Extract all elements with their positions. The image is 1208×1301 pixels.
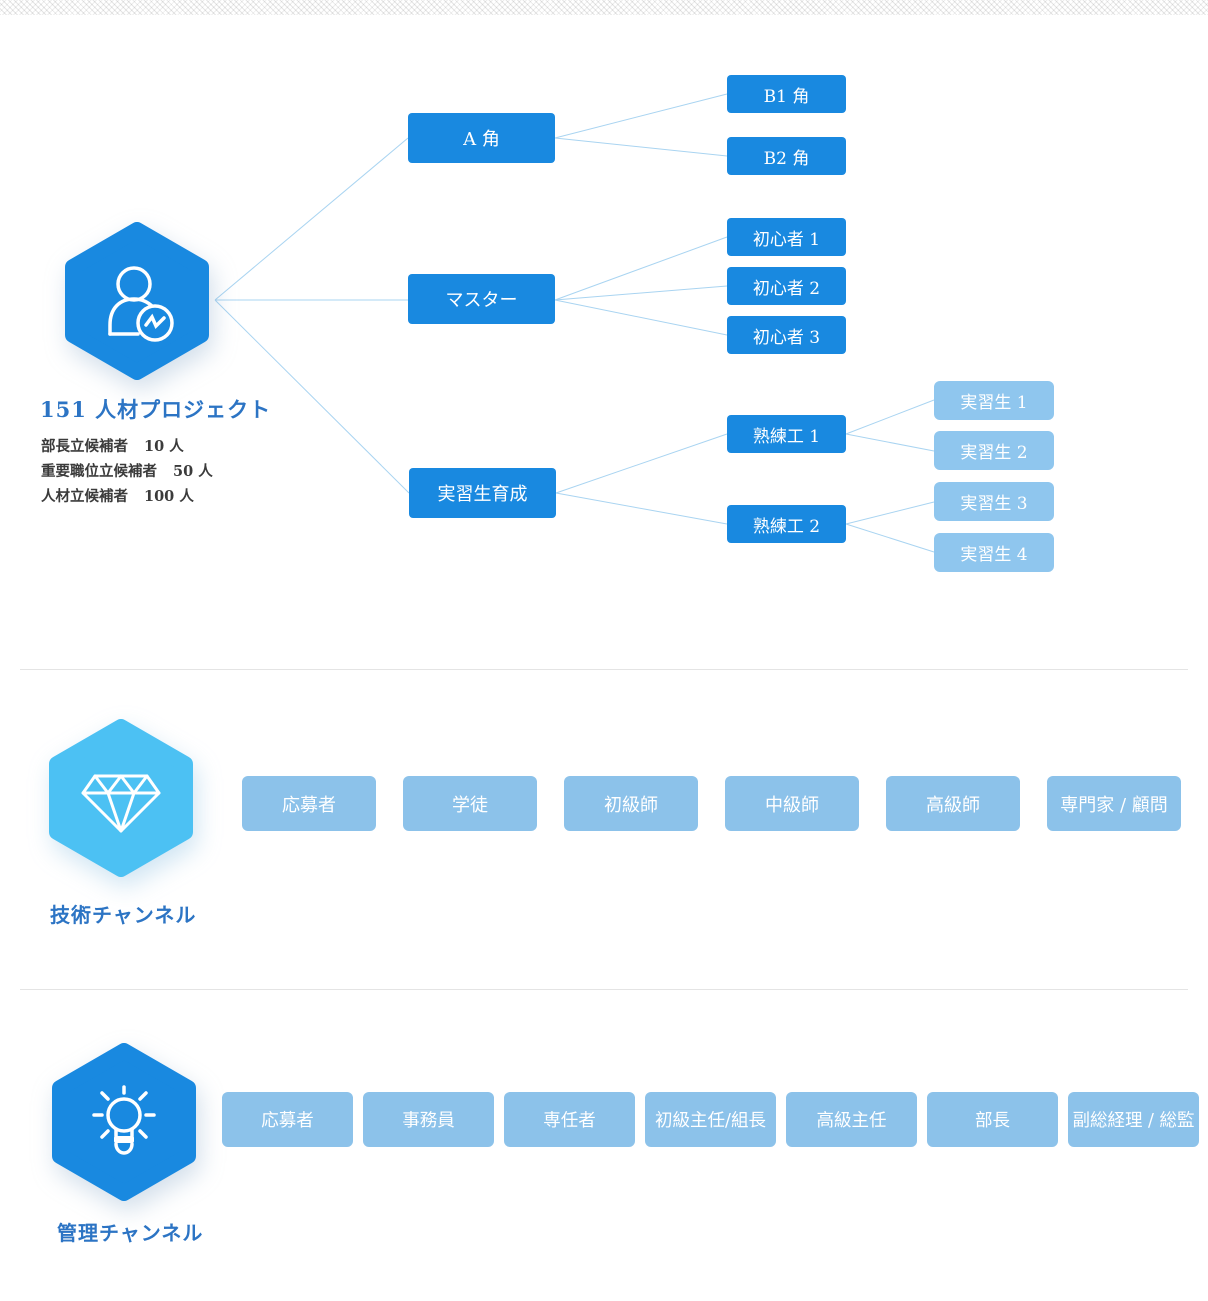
- tree-node-master: マスター: [408, 274, 555, 324]
- section-divider: [20, 989, 1188, 990]
- lightbulb-icon: [52, 1043, 196, 1201]
- stat-value: 50 人: [173, 463, 213, 480]
- stage-intermediate-master: 中級師: [725, 776, 859, 831]
- stage-deputy-gm-director: 副総経理 / 総監: [1068, 1092, 1199, 1147]
- tree-node-trainee-3: 実習生 3: [934, 482, 1054, 521]
- tech-channel-stages: 応募者 学徒 初級師 中級師 高級師 専門家 / 顧問: [242, 776, 1181, 831]
- tree-node-b2-role: B2 角: [727, 137, 846, 175]
- stage-senior-chief: 高級主任: [786, 1092, 917, 1147]
- stage-specialist: 専任者: [504, 1092, 635, 1147]
- tech-channel-title: 技術チャンネル: [50, 903, 197, 927]
- project-hexagon: [63, 222, 211, 384]
- stat-value: 10 人: [144, 438, 184, 455]
- stage-department-head: 部長: [927, 1092, 1058, 1147]
- tree-node-a-role: A 角: [408, 113, 555, 163]
- tree-node-trainee-development: 実習生育成: [409, 468, 556, 518]
- project-stats: 部長立候補者 10 人 重要職位立候補者 50 人 人材立候補者 100 人: [41, 434, 213, 509]
- tree-node-skilled-worker-2: 熟練工 2: [727, 505, 846, 543]
- tree-node-beginner-1: 初心者 1: [727, 218, 846, 256]
- diamond-icon: [49, 719, 193, 877]
- project-title: 151 人材プロジェクト: [40, 397, 272, 422]
- management-channel-title: 管理チャンネル: [57, 1221, 204, 1245]
- tree-node-trainee-2: 実習生 2: [934, 431, 1054, 470]
- stage-applicant: 応募者: [242, 776, 376, 831]
- tree-node-beginner-2: 初心者 2: [727, 267, 846, 305]
- stat-label: 重要職位立候補者: [41, 463, 157, 480]
- management-channel-stages: 応募者 事務員 専任者 初級主任/組長 高級主任 部長 副総経理 / 総監: [222, 1092, 1199, 1147]
- stage-senior-master: 高級師: [886, 776, 1020, 831]
- user-trend-icon: [65, 222, 209, 380]
- tree-node-b1-role: B1 角: [727, 75, 846, 113]
- stat-line: 部長立候補者 10 人: [41, 434, 213, 459]
- stat-line: 人材立候補者 100 人: [41, 484, 213, 509]
- stage-junior-chief: 初級主任/組長: [645, 1092, 776, 1147]
- section-divider: [20, 669, 1188, 670]
- tech-channel-hexagon: [46, 719, 196, 881]
- stat-value: 100 人: [144, 488, 194, 505]
- tree-node-beginner-3: 初心者 3: [727, 316, 846, 354]
- stage-applicant: 応募者: [222, 1092, 353, 1147]
- stage-apprentice: 学徒: [403, 776, 537, 831]
- stat-label: 人材立候補者: [41, 488, 128, 505]
- stage-junior-master: 初級師: [564, 776, 698, 831]
- stage-expert-advisor: 専門家 / 顧問: [1047, 776, 1181, 831]
- management-channel-hexagon: [50, 1043, 198, 1205]
- tree-node-trainee-1: 実習生 1: [934, 381, 1054, 420]
- stat-label: 部長立候補者: [41, 438, 128, 455]
- top-hatch-bar: [0, 0, 1208, 15]
- tree-node-skilled-worker-1: 熟練工 1: [727, 415, 846, 453]
- tree-node-trainee-4: 実習生 4: [934, 533, 1054, 572]
- stat-line: 重要職位立候補者 50 人: [41, 459, 213, 484]
- stage-clerk: 事務員: [363, 1092, 494, 1147]
